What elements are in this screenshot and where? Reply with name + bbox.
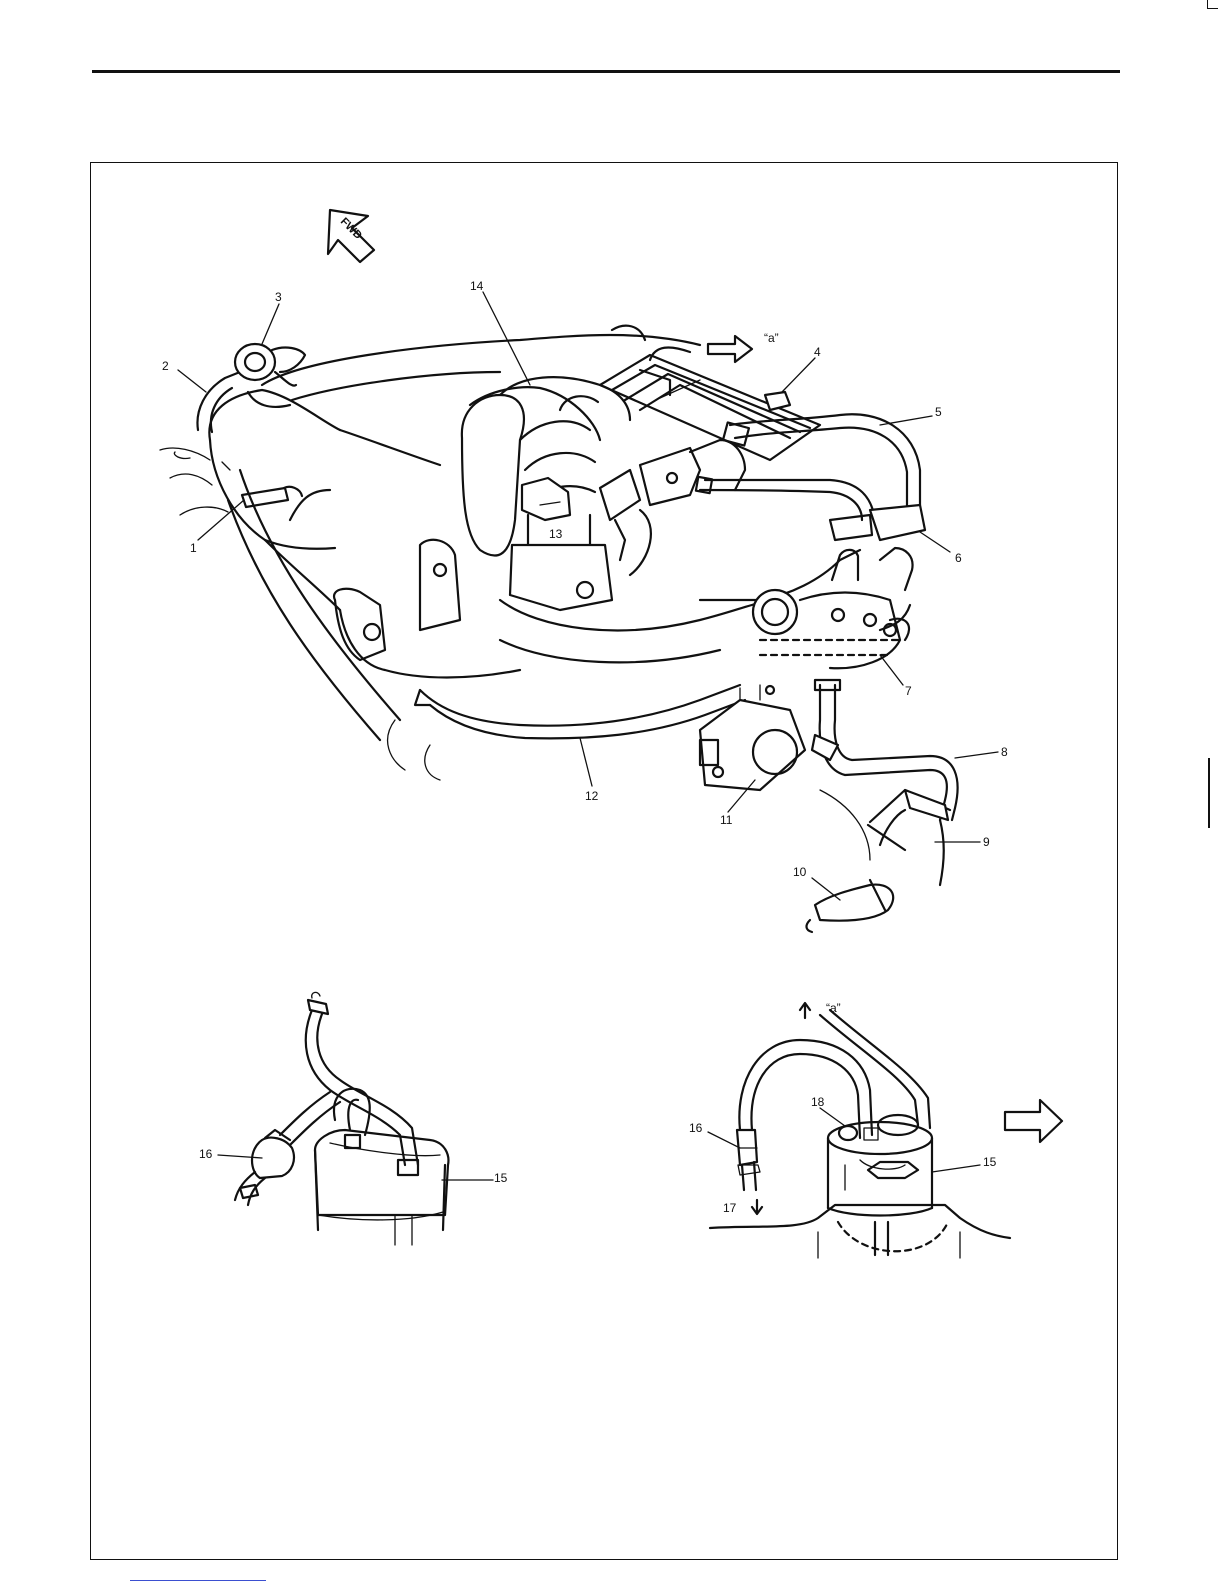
svg-text:9: 9 bbox=[983, 835, 990, 849]
canister-left-view bbox=[235, 992, 448, 1245]
svg-text:14: 14 bbox=[470, 279, 484, 293]
callout-2: 2 bbox=[162, 359, 206, 392]
callout-17: 17 bbox=[723, 1201, 737, 1215]
callout-3: 3 bbox=[262, 290, 282, 344]
svg-text:8: 8 bbox=[1001, 745, 1008, 759]
callout-8: 8 bbox=[955, 745, 1008, 759]
canister-right-view bbox=[710, 1003, 1010, 1258]
callout-15-right: 15 bbox=[932, 1155, 997, 1172]
ref-arrow-a-icon bbox=[708, 336, 752, 362]
svg-text:11: 11 bbox=[720, 813, 733, 827]
svg-text:2: 2 bbox=[162, 359, 169, 373]
svg-text:12: 12 bbox=[585, 789, 599, 803]
svg-text:13: 13 bbox=[549, 527, 563, 541]
callout-12: 12 bbox=[580, 738, 599, 803]
callout-13: 13 bbox=[549, 527, 563, 541]
svg-text:6: 6 bbox=[955, 551, 962, 565]
ref-label-a-lower: “a” bbox=[826, 1001, 841, 1015]
callout-7: 7 bbox=[880, 655, 912, 698]
ref-label-a: “a” bbox=[764, 331, 779, 345]
callout-15-left: 15 bbox=[442, 1171, 508, 1185]
svg-text:15: 15 bbox=[494, 1171, 508, 1185]
engine-intake-assembly bbox=[160, 326, 958, 932]
svg-text:16: 16 bbox=[689, 1121, 703, 1135]
fwd-arrow-icon: FWD bbox=[328, 210, 374, 262]
svg-text:18: 18 bbox=[811, 1095, 825, 1109]
callout-6: 6 bbox=[920, 532, 962, 565]
svg-text:4: 4 bbox=[814, 345, 821, 359]
callout-10: 10 bbox=[793, 865, 840, 900]
svg-text:15: 15 bbox=[983, 1155, 997, 1169]
svg-text:3: 3 bbox=[275, 290, 282, 304]
callout-18: 18 bbox=[811, 1095, 845, 1126]
svg-text:16: 16 bbox=[199, 1147, 213, 1161]
svg-text:1: 1 bbox=[190, 541, 197, 555]
svg-text:10: 10 bbox=[793, 865, 807, 879]
direction-arrow-right-icon bbox=[1005, 1100, 1062, 1142]
svg-text:17: 17 bbox=[723, 1201, 737, 1215]
svg-text:7: 7 bbox=[905, 684, 912, 698]
callout-4: 4 bbox=[782, 345, 821, 392]
svg-text:5: 5 bbox=[935, 405, 942, 419]
callout-14: 14 bbox=[470, 279, 530, 385]
callout-5: 5 bbox=[880, 405, 942, 425]
callout-16-right: 16 bbox=[689, 1121, 740, 1148]
